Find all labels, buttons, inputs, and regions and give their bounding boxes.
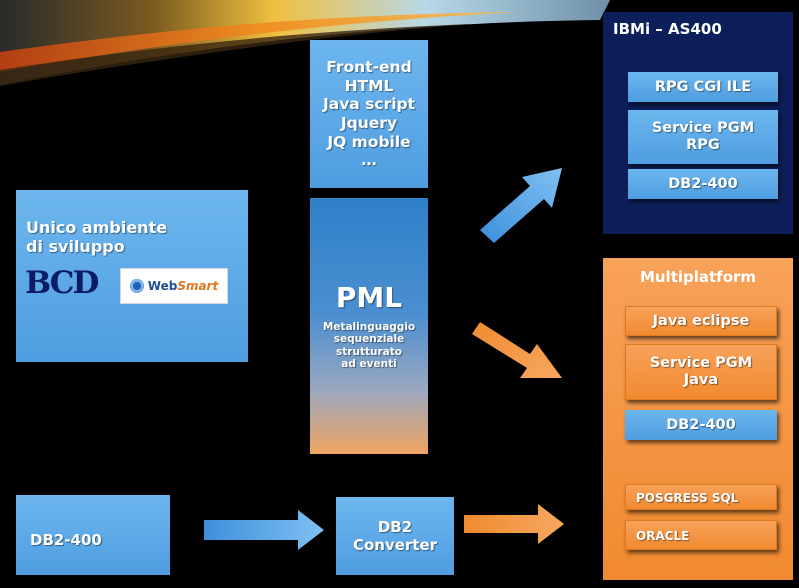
frontend-ellipsis: …: [361, 151, 377, 170]
multi-oracle-label: ORACLE: [636, 529, 690, 543]
ibmi-db2-box: DB2-400: [628, 169, 778, 199]
multi-posgress-label: POSGRESS SQL: [636, 491, 739, 505]
ibmi-db2-label: DB2-400: [668, 176, 738, 192]
frontend-html: HTML: [344, 76, 394, 95]
ibmi-service-pgm-box: Service PGM RPG: [628, 110, 778, 164]
multi-db2-label: DB2-400: [666, 417, 736, 433]
decorative-swoosh: [0, 0, 610, 86]
multi-service-pgm-line-1: Service PGM: [649, 354, 753, 371]
bcd-logo: BCD: [25, 265, 99, 301]
ibmi-service-pgm-line-2: RPG: [686, 137, 720, 153]
websmart-wordmark: WebSmart: [147, 279, 219, 293]
multi-db2-box: DB2-400: [625, 410, 777, 440]
ibmi-service-pgm-line-1: Service PGM: [651, 119, 755, 136]
multi-service-pgm-box: Service PGM Java: [625, 344, 777, 400]
multiplatform-panel: Multiplatform Java eclipse Service PGM J…: [603, 258, 793, 580]
db2-converter-line-2: Converter: [352, 536, 438, 554]
multi-oracle-box: ORACLE: [625, 520, 777, 550]
ibmi-panel: IBMi – AS400 RPG CGI ILE Service PGM RPG…: [603, 12, 793, 234]
multiplatform-title: Multiplatform: [639, 268, 757, 286]
pml-box: PML Metalinguaggio sequenziale struttura…: [310, 198, 428, 454]
frontend-title: Front-end: [326, 58, 412, 77]
multi-java-eclipse-box: Java eclipse: [625, 306, 777, 336]
frontend-box: Front-end HTML Java script Jquery JQ mob…: [310, 40, 428, 188]
db2-converter-box: DB2 Converter: [336, 497, 454, 575]
pml-title: PML: [335, 281, 403, 315]
ibmi-rpg-cgi-box: RPG CGI ILE: [628, 72, 778, 102]
dev-environment-line-1: Unico ambiente: [26, 218, 168, 237]
source-db2-box: DB2-400: [16, 495, 170, 575]
ibmi-title: IBMi – AS400: [613, 20, 722, 38]
frontend-javascript: Java script: [322, 95, 416, 114]
pml-line-3: strutturato: [336, 345, 402, 358]
websmart-globe-icon: [129, 279, 144, 293]
pml-line-1: Metalinguaggio: [322, 320, 416, 333]
multi-java-eclipse-label: Java eclipse: [652, 313, 750, 329]
multi-posgress-box: POSGRESS SQL: [625, 484, 777, 510]
arrow-to-multiplatform: [472, 322, 562, 378]
source-db2-label: DB2-400: [30, 531, 102, 549]
pml-line-2: sequenziale: [333, 333, 405, 346]
multi-service-pgm-line-2: Java: [683, 372, 719, 388]
dev-environment-line-2: di sviluppo: [26, 237, 125, 257]
arrow-to-ibmi: [480, 168, 562, 243]
frontend-jqmobile: JQ mobile: [327, 132, 411, 151]
pml-line-4: ad eventi: [341, 358, 397, 371]
frontend-jquery: Jquery: [340, 114, 398, 132]
arrow-db2-to-converter: [204, 510, 324, 550]
arrow-converter-to-targets: [464, 504, 564, 544]
ibmi-rpg-cgi-label: RPG CGI ILE: [654, 79, 752, 95]
db2-converter-line-1: DB2: [377, 518, 413, 536]
websmart-logo: WebSmart: [120, 268, 228, 304]
